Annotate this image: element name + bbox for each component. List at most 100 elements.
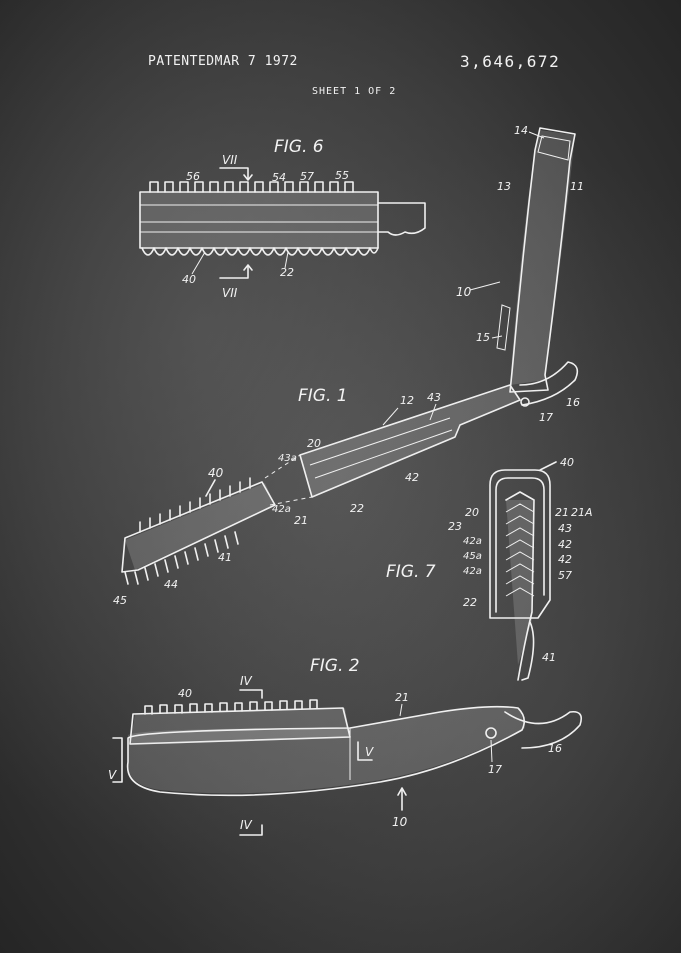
numeral-54: 54	[272, 171, 286, 184]
fig2-v-right	[357, 741, 373, 761]
fig2-leaders	[399, 703, 493, 763]
numeral-22-fig6: 22	[280, 266, 294, 279]
fig1-leader-40	[205, 479, 216, 497]
handle-hook	[519, 361, 579, 406]
numeral-10-fig1: 10	[456, 285, 472, 299]
numeral-42a-fig7-1: 42a	[463, 536, 482, 547]
fig7-comb-inner	[495, 477, 545, 613]
fig2-comb-fill	[130, 708, 350, 745]
numeral-40-fig6: 40	[182, 273, 196, 286]
fig1-comb-top-teeth	[139, 477, 251, 533]
numeral-43-fig1: 43	[427, 391, 441, 404]
fig7-comb-outline	[489, 469, 551, 619]
numeral-43a: 43a	[278, 453, 297, 464]
fig6-label: FIG. 6	[274, 137, 324, 157]
fig6-top-teeth	[149, 181, 354, 193]
handle-cap	[537, 135, 571, 161]
numeral-40-fig7: 40	[560, 456, 574, 469]
numeral-22-fig7: 22	[463, 596, 477, 609]
numeral-21-fig7: 21	[555, 506, 569, 519]
numeral-21a: 21A	[571, 506, 593, 519]
numeral-42-fig7-1: 42	[558, 538, 572, 551]
numeral-21-fig2: 21	[395, 691, 409, 704]
fig1-blade-fill	[300, 385, 520, 497]
fig2-iv-bottom	[239, 824, 263, 836]
fig2-pivot	[485, 727, 497, 739]
handle-leaders	[469, 131, 545, 339]
handle-fill	[510, 130, 575, 385]
fig6-blade-body	[140, 192, 378, 248]
numeral-16-fig1: 16	[566, 396, 580, 409]
patent-number: 3,646,672	[460, 52, 561, 71]
pivot-17	[520, 397, 530, 407]
numeral-42a-fig7-2: 42a	[463, 566, 482, 577]
fig2-section-v-right: V	[365, 745, 374, 759]
numeral-10-fig2: 10	[392, 815, 408, 829]
numeral-42a-fig1: 42a	[272, 504, 291, 515]
fig6-leaders	[191, 251, 289, 275]
figure-1: FIG. 1 40 41 44 45 43a 20 42a 21 22 42 1…	[113, 384, 521, 607]
numeral-40-fig2: 40	[178, 687, 192, 700]
fig6-section-top	[219, 167, 249, 179]
numeral-20-fig1: 20	[307, 437, 321, 450]
fig6-section-bottom	[219, 265, 249, 279]
fig2-leader-10-arrow	[397, 787, 407, 796]
numeral-45: 45	[113, 594, 127, 607]
numeral-17-fig2: 17	[488, 763, 502, 776]
fig1-projection	[264, 454, 313, 506]
patent-date: PATENTEDMAR 7 1972	[148, 54, 298, 69]
fig6-section-mark-top: VII	[222, 153, 238, 167]
fig6-section-top-arrow	[243, 174, 253, 181]
fig6-blade-layers	[140, 204, 378, 233]
numeral-41-fig1: 41	[218, 551, 232, 564]
figure-6: FIG. 6 VII VII 56 54 57 55 40 22	[139, 137, 426, 300]
numeral-57-fig7: 57	[558, 569, 572, 582]
numeral-55: 55	[335, 169, 349, 182]
numeral-23: 23	[448, 520, 462, 533]
fig7-hatching	[505, 503, 535, 597]
numeral-20-fig7: 20	[465, 506, 479, 519]
fig7-blade-outline	[505, 491, 535, 681]
fig1-label: FIG. 1	[298, 386, 348, 406]
handle-outline	[509, 127, 576, 393]
numeral-22-fig1: 22	[350, 502, 364, 515]
fig1-comb-bottom-teeth	[124, 531, 239, 585]
fig2-section-v-left: V	[108, 768, 117, 782]
fig1-leaders	[382, 403, 437, 426]
numeral-14: 14	[514, 124, 528, 137]
fig7-label: FIG. 7	[386, 562, 436, 582]
numeral-12: 12	[400, 394, 414, 407]
fig7-blade-fill	[506, 500, 534, 665]
fig2-section-iv-top: IV	[240, 674, 253, 688]
numeral-21-fig1: 21	[294, 514, 308, 527]
numeral-45a: 45a	[463, 551, 482, 562]
numeral-57: 57	[300, 170, 314, 183]
handle-slot	[496, 304, 511, 351]
fig2-comb-teeth	[144, 699, 318, 715]
numeral-44: 44	[164, 578, 178, 591]
fig2-iv-top	[239, 689, 263, 699]
numeral-56: 56	[186, 170, 200, 183]
fig7-edge	[521, 621, 535, 681]
fig2-hook	[504, 710, 583, 749]
fig7-leader-40	[539, 461, 557, 471]
numeral-43-fig7: 43	[558, 522, 572, 535]
numeral-17-fig1: 17	[539, 411, 553, 424]
fig2-v-left	[112, 737, 123, 783]
figure-7: FIG. 7 40 20 23 42a 45a 42a 22 21 21A 43…	[386, 456, 593, 681]
figure-2: FIG. 2 IV IV V V 40 21 16 17	[108, 656, 583, 836]
fig6-tang	[377, 202, 426, 236]
fig2-section-iv-bottom: IV	[240, 818, 253, 832]
numeral-16-fig2: 16	[548, 742, 562, 755]
fig2-label: FIG. 2	[310, 656, 360, 676]
fig1-comb-outline	[121, 481, 276, 573]
fig6-section-mark-bottom: VII	[222, 286, 238, 300]
fig1-comb-fill	[125, 483, 275, 570]
fig6-section-bottom-arrow	[243, 264, 253, 271]
numeral-42-fig7-2: 42	[558, 553, 572, 566]
fig6-bottom-scallops	[141, 247, 379, 256]
sheet-label: SHEET 1 OF 2	[312, 86, 397, 97]
fig2-body-fill	[127, 707, 525, 794]
